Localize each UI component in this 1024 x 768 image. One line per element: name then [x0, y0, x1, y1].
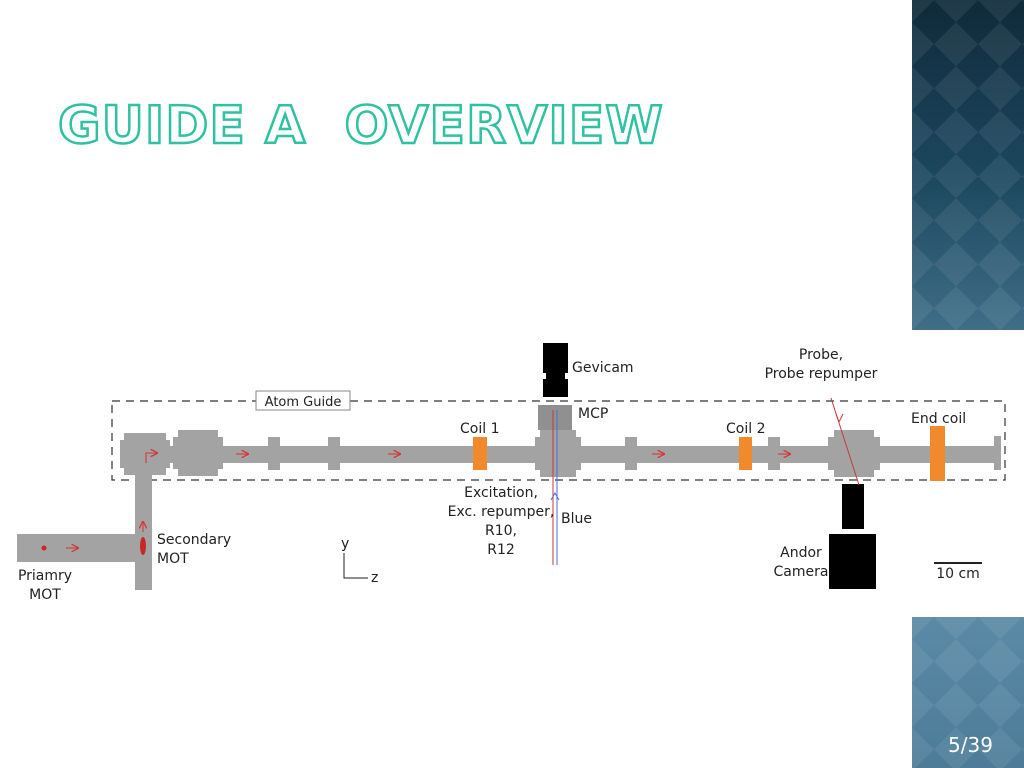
end-cap [994, 436, 1001, 470]
flange-1 [268, 437, 280, 470]
probe-chamber-flange [828, 437, 880, 470]
probe-repumper-label: Probe repumper [765, 366, 878, 382]
gevicam-label: Gevicam [572, 360, 634, 376]
primary-mot-dot [41, 545, 47, 551]
primary-mot-label: Priamry [18, 568, 72, 584]
andor-camera-label: Camera [774, 564, 829, 580]
chamber-2-flange [173, 437, 223, 469]
flange-2 [328, 437, 340, 470]
probe-label: Probe, [799, 347, 843, 363]
atom-guide-label-box [255, 390, 351, 411]
diamond-pattern [912, 0, 1024, 330]
secondary-mot-label: Secondary [157, 532, 231, 548]
sidebar-decoration-bottom [912, 617, 1024, 768]
mcp-label: MCP [578, 406, 608, 422]
diamond-pattern [912, 617, 1024, 768]
gevicam-camera [543, 343, 568, 397]
r12-label: R12 [487, 542, 515, 558]
probe-beam [830, 397, 860, 486]
flange-3 [625, 437, 637, 470]
beam-pipe [17, 430, 1001, 590]
excitation-label: Excitation, [464, 485, 538, 501]
end-coil [930, 426, 945, 481]
coil-1-label: Coil 1 [460, 421, 499, 437]
sidebar-decoration-top [912, 0, 1024, 330]
r10-label: R10, [485, 523, 517, 539]
axis-z-label: z [371, 570, 378, 586]
blue-arrow-icon [550, 491, 560, 501]
chamber-1-flange [120, 440, 170, 468]
coil-1 [473, 437, 487, 470]
secondary-mot-label-2: MOT [157, 551, 189, 567]
atom-flow-arrows [66, 453, 790, 548]
probe-arrow-icon [835, 413, 844, 424]
coil-2 [739, 437, 752, 470]
andor-camera [829, 484, 876, 589]
exc-repumper-label: Exc. repumper, [448, 504, 555, 520]
andor-label: Andor [780, 545, 822, 561]
mcp-block [538, 405, 572, 430]
coil-2-label: Coil 2 [726, 421, 765, 437]
primary-tube [17, 534, 152, 562]
mcp-chamber-flange [535, 437, 581, 470]
flange-4 [768, 437, 780, 470]
slide-title: Guide α Overview [57, 96, 664, 156]
end-coil-label: End coil [911, 411, 966, 427]
atom-guide-boundary [111, 400, 1006, 481]
atom-guide-label: Atom Guide [265, 395, 342, 410]
blue-label: Blue [561, 511, 592, 527]
turn-arrow-icon [145, 453, 157, 463]
scale-bar-label: 10 cm [936, 566, 980, 582]
axis-y-label: y [341, 536, 349, 552]
axes-indicator [343, 553, 368, 579]
primary-mot-label-2: MOT [29, 587, 61, 603]
secondary-mot-cloud [140, 537, 146, 555]
slide-number: 5/39 [948, 733, 993, 757]
